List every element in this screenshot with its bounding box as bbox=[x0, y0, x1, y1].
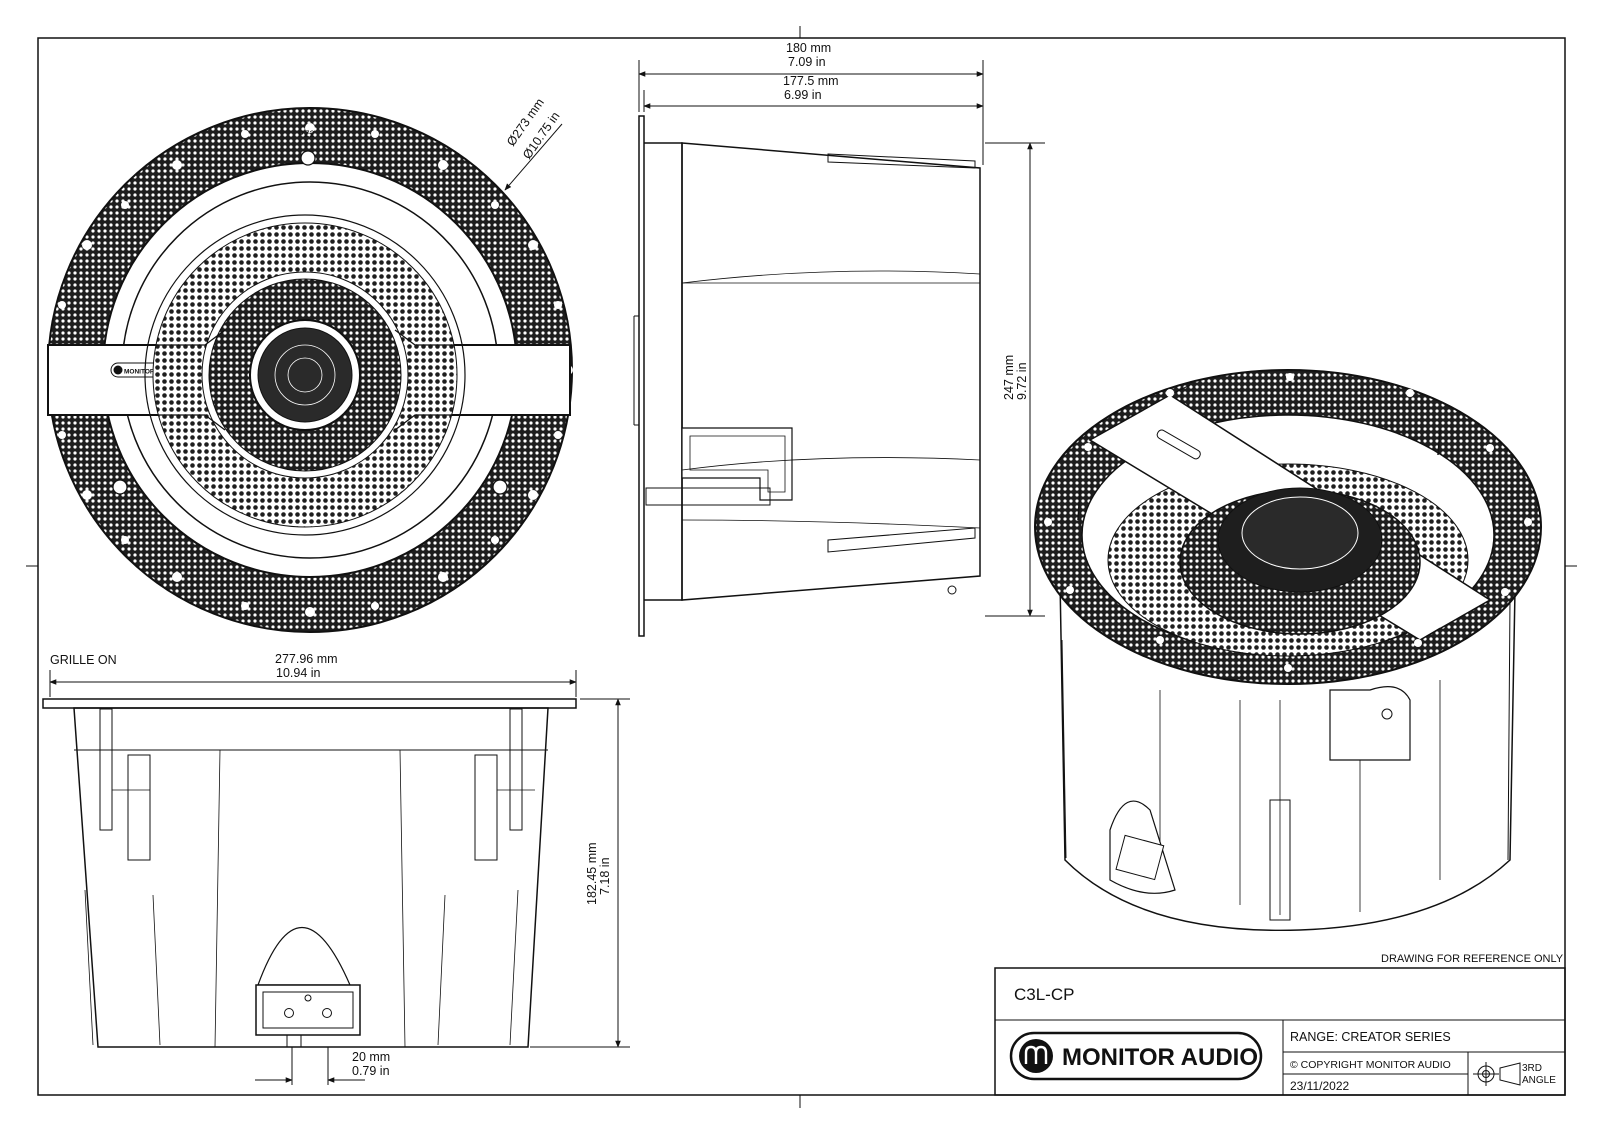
sheet-border bbox=[26, 26, 1577, 1108]
isometric-view bbox=[1034, 369, 1542, 932]
brand-name: MONITOR AUDIO bbox=[1062, 1044, 1258, 1071]
side-view bbox=[633, 115, 981, 637]
front-height-in: 7.18 in bbox=[598, 857, 612, 895]
height-mm: 247 mm bbox=[1002, 355, 1016, 400]
pz2-marking: PZ2 bbox=[298, 129, 315, 139]
projection-line2: ANGLE bbox=[1522, 1075, 1556, 1086]
date-label: 23/11/2022 bbox=[1290, 1079, 1349, 1093]
front-height-mm: 182.45 mm bbox=[585, 842, 599, 905]
overall-depth-mm: 180 mm bbox=[786, 41, 831, 55]
reference-note: DRAWING FOR REFERENCE ONLY bbox=[1381, 953, 1564, 965]
side-dimensions bbox=[638, 60, 1045, 617]
projection-symbol-icon bbox=[1473, 1062, 1521, 1086]
brand-logo: MONITOR AUDIO bbox=[1009, 1031, 1263, 1081]
screw-icons bbox=[112, 150, 508, 495]
front-dimensions bbox=[49, 670, 630, 1085]
terminal-in: 0.79 in bbox=[352, 1064, 390, 1078]
front-view bbox=[42, 698, 577, 1048]
body-depth-in: 6.99 in bbox=[784, 88, 822, 102]
crossbar-badge-text: MONITOR AUDIO bbox=[124, 369, 177, 376]
body-depth-mm: 177.5 mm bbox=[783, 74, 839, 88]
projection-line1: 3RD bbox=[1522, 1063, 1542, 1074]
model-name: C3L-CP bbox=[1014, 985, 1074, 1004]
copyright-label: © COPYRIGHT MONITOR AUDIO bbox=[1290, 1059, 1451, 1071]
height-in: 9.72 in bbox=[1015, 362, 1029, 400]
top-view: PZ2 MONITOR AUDIO Ø273 mm Ø10.75 in bbox=[47, 96, 573, 633]
grille-on-label: GRILLE ON bbox=[50, 653, 117, 667]
driver bbox=[144, 214, 466, 536]
terminal-mm: 20 mm bbox=[352, 1050, 390, 1064]
front-width-in: 10.94 in bbox=[276, 666, 321, 680]
overall-depth-in: 7.09 in bbox=[788, 55, 826, 69]
front-width-mm: 277.96 mm bbox=[275, 652, 338, 666]
range-label: RANGE: CREATOR SERIES bbox=[1290, 1030, 1451, 1044]
title-block bbox=[994, 967, 1566, 1096]
